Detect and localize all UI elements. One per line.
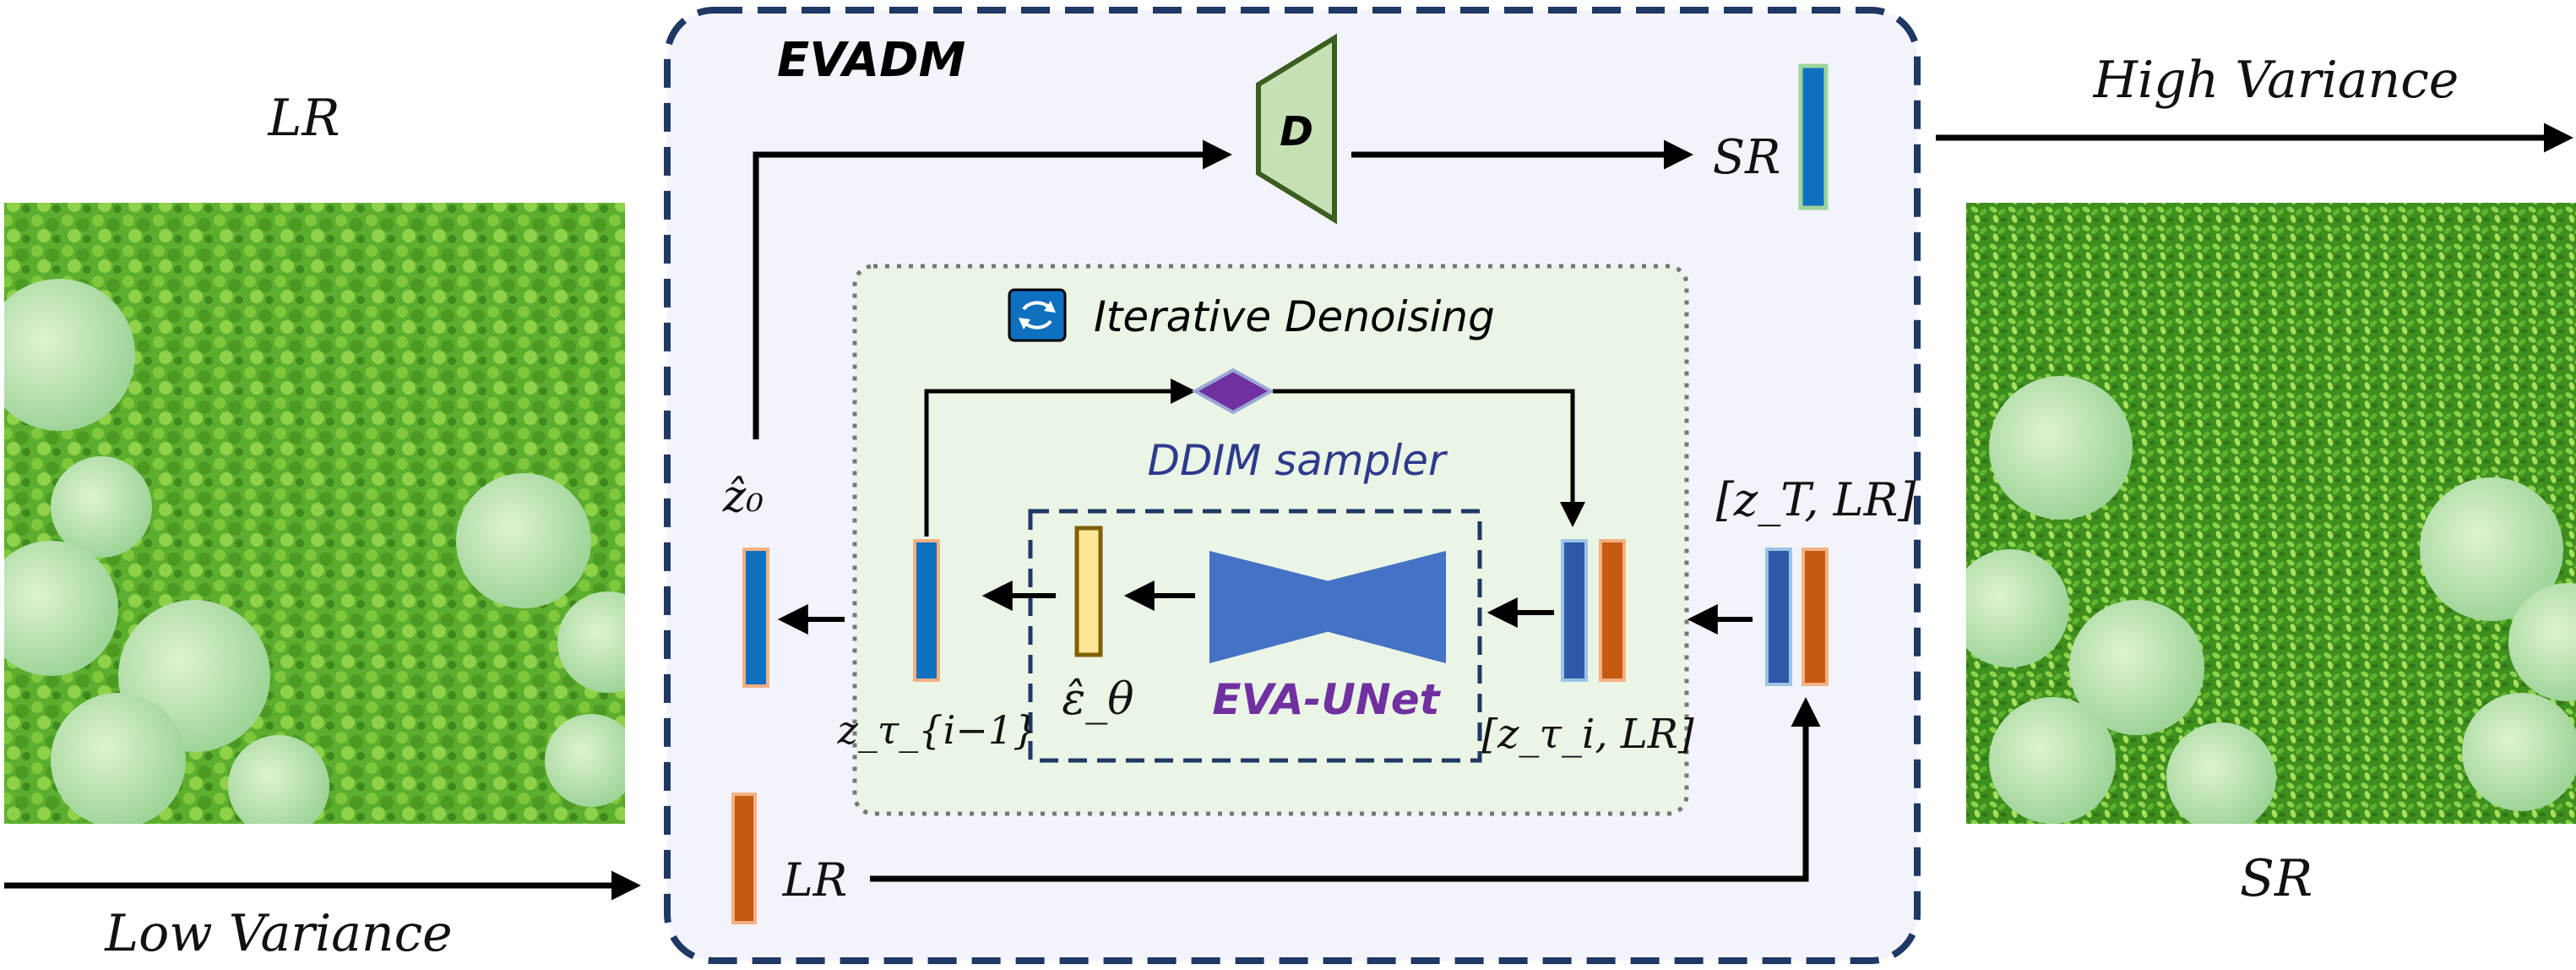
zt-lr-bar: [1802, 548, 1829, 686]
ddim-sampler-label: DDIM sampler: [1147, 436, 1448, 485]
eva-unet-label: EVA-UNet: [1212, 675, 1441, 724]
sr-label: SR: [1713, 130, 1781, 185]
z0-bar: [742, 548, 769, 688]
noise-prediction-bar: [1074, 526, 1103, 657]
sr-latent-bar: [1798, 63, 1829, 210]
z-prev-bar: [913, 539, 940, 682]
z-cur-lr-label: [z_τ_i, LR]: [1481, 711, 1693, 758]
z-cur-lr-bar: [1599, 539, 1626, 682]
left-image-title: LR: [267, 89, 340, 148]
z-cur-bar: [1561, 539, 1588, 682]
lr-bar: [731, 793, 757, 924]
eva-unet-box: [1028, 509, 1482, 763]
z0-label: ẑ₀: [722, 471, 764, 522]
epsilon-label: ε̂_θ: [1062, 674, 1133, 725]
zt-lr-label: [z_T, LR]: [1716, 473, 1916, 526]
lr-to-zt-arrow: [870, 697, 1821, 882]
refresh-icon: [1008, 288, 1067, 342]
loop-arrow-in: [924, 379, 1196, 537]
zt-bar: [1765, 548, 1792, 686]
lr-label: LR: [782, 853, 848, 907]
lr-image: [4, 203, 625, 824]
z0-to-decoder-arrow: [753, 139, 1232, 439]
iterative-denoising-title: Iterative Denoising: [1094, 292, 1495, 341]
evadm-title: EVADM: [777, 33, 965, 88]
right-image-caption: High Variance: [2093, 51, 2459, 110]
right-image-title: SR: [2240, 849, 2312, 908]
decoder-label: D: [1280, 108, 1313, 155]
loop-arrow-out: [1273, 389, 1585, 527]
z-prev-label: z_τ_{i−1}: [837, 707, 1038, 753]
ddim-sampler-diamond: [1191, 368, 1275, 415]
sr-image: [1966, 203, 2576, 824]
unet-encoder: [1209, 551, 1336, 663]
unet-decoder: [1319, 551, 1446, 663]
left-image-caption: Low Variance: [104, 904, 452, 963]
decoder-block: [1256, 33, 1337, 225]
